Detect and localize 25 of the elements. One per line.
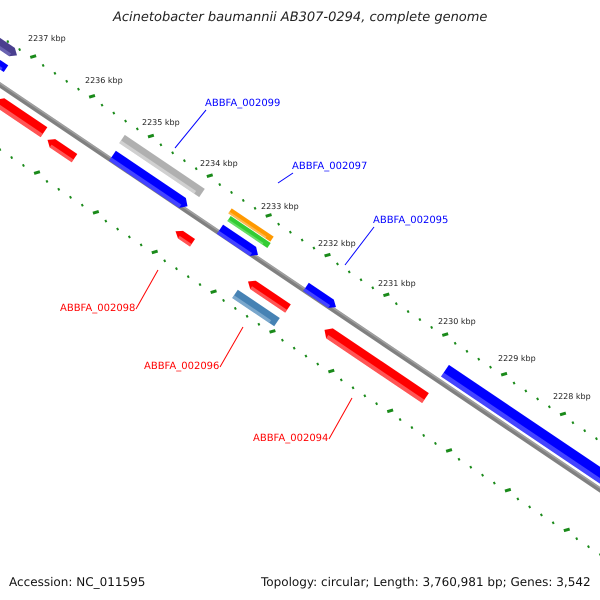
tick-label: 2232 kbp xyxy=(318,240,356,248)
gene-label: ABBFA_002096 xyxy=(144,362,220,372)
tick-label: 2228 kbp xyxy=(553,393,591,401)
genome-stats-text: Topology: circular; Length: 3,760,981 bp; Genes: 3,542 xyxy=(261,576,591,588)
tick-label: 2236 kbp xyxy=(85,77,123,85)
title: Acinetobacter baumannii AB307-0294, complete genome xyxy=(113,11,488,24)
leader-line xyxy=(278,172,294,184)
tick-label: 2233 kbp xyxy=(261,203,299,211)
leader-line xyxy=(328,398,352,440)
accession-text: Accession: NC_011595 xyxy=(9,576,146,588)
tick-label: 2234 kbp xyxy=(200,160,238,168)
gene-label: ABBFA_002097 xyxy=(292,162,368,172)
leader-line xyxy=(344,226,374,266)
leader-line xyxy=(220,326,244,368)
gene-label: ABBFA_002099 xyxy=(205,99,280,109)
tick-label: 2231 kbp xyxy=(378,280,416,288)
leader-line xyxy=(136,270,158,310)
gene-label: ABBFA_002095 xyxy=(373,216,448,226)
tick-label: 2230 kbp xyxy=(438,318,476,326)
tick-label: 2229 kbp xyxy=(498,355,536,363)
leader-line xyxy=(174,110,206,148)
tick-label: 2235 kbp xyxy=(142,119,180,127)
gene-label: ABBFA_002098 xyxy=(60,304,136,314)
gene-label: ABBFA_002094 xyxy=(253,434,328,444)
tick-label: 2237 kbp xyxy=(28,35,66,43)
